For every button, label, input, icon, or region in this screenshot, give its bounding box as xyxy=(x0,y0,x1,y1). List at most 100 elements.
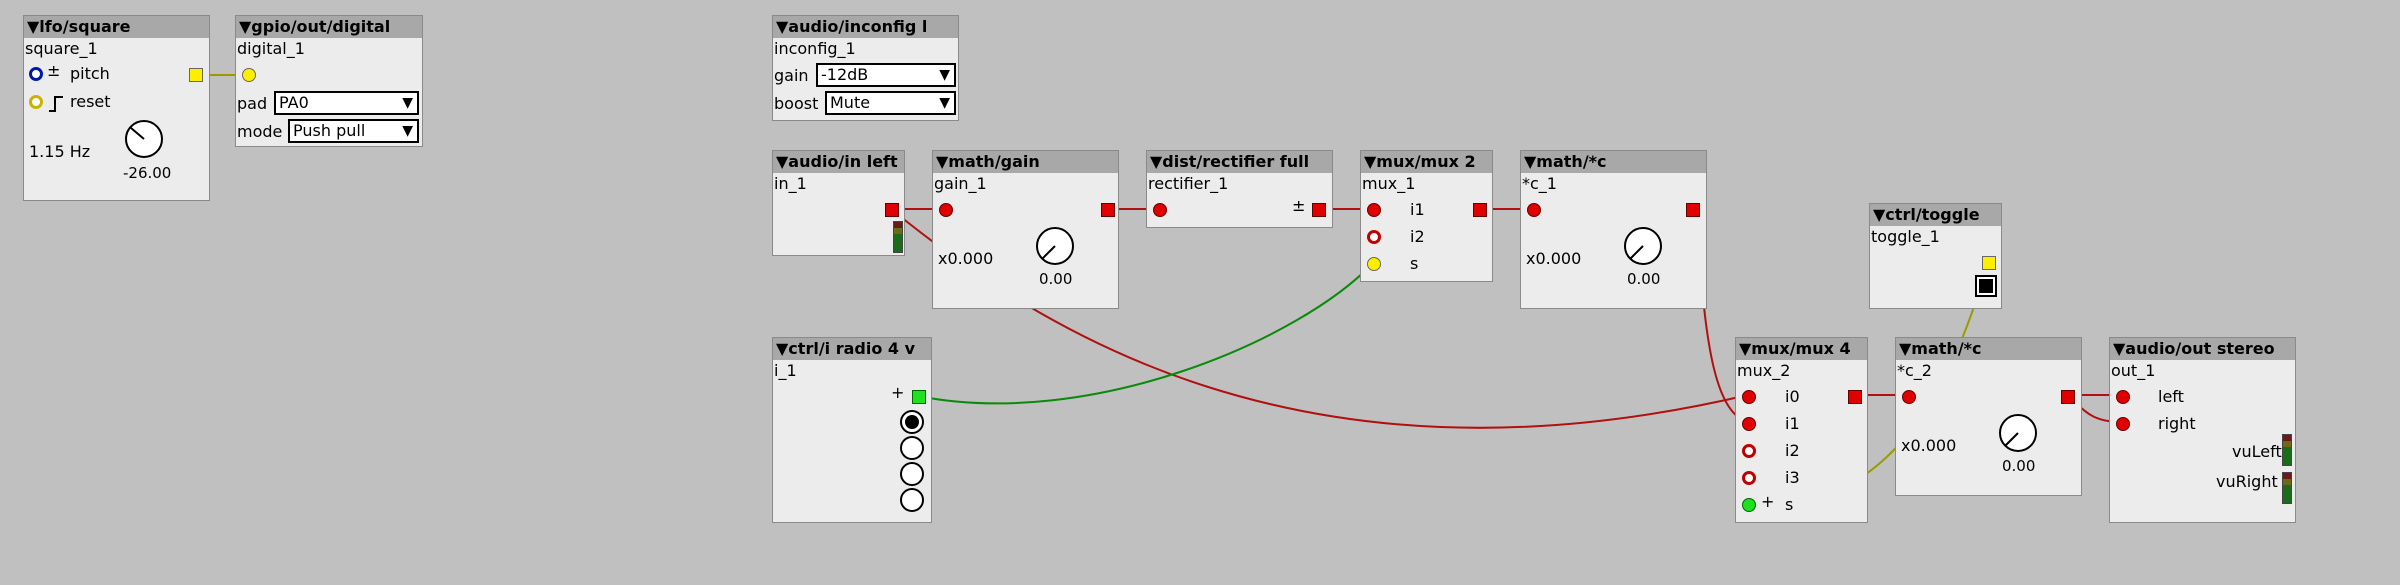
frequency-readout: 1.15 Hz xyxy=(29,142,91,161)
input-label: s xyxy=(1785,495,1794,514)
lfo-square-object[interactable]: ▼lfo/square square_1 ± pitch reset 1.15 … xyxy=(23,15,210,201)
audio-outlet[interactable] xyxy=(2061,390,2075,404)
vu-left-meter xyxy=(2282,434,2292,466)
instance-name[interactable]: inconfig_1 xyxy=(774,39,856,58)
audio-inlet[interactable] xyxy=(1527,203,1541,217)
object-title[interactable]: ▼audio/out stereo xyxy=(2110,338,2295,360)
object-title[interactable]: ▼audio/inconfig l xyxy=(773,16,958,38)
right-inlet[interactable] xyxy=(2116,417,2130,431)
pad-select[interactable]: PA0▼ xyxy=(274,91,419,115)
toggle-object[interactable]: ▼ctrl/toggle toggle_1 xyxy=(1869,203,2002,309)
audio-outlet[interactable] xyxy=(1473,203,1487,217)
math-c2-object[interactable]: ▼math/*c *c_2 x0.000 0.00 xyxy=(1895,337,2082,496)
object-title[interactable]: ▼math/*c xyxy=(1896,338,2081,360)
reset-label: reset xyxy=(70,92,111,111)
input-label: i0 xyxy=(1785,387,1800,406)
instance-name[interactable]: mux_1 xyxy=(1362,174,1416,193)
plus-minus-icon: ± xyxy=(47,61,61,80)
math-c1-object[interactable]: ▼math/*c *c_1 x0.000 0.00 xyxy=(1520,150,1707,309)
digital-inlet[interactable] xyxy=(242,68,256,82)
mux4-object[interactable]: ▼mux/mux 4 mux_2 i0 i1 i2 i3 + s xyxy=(1735,337,1868,523)
audio-outlet[interactable] xyxy=(1312,203,1326,217)
mode-select[interactable]: Push pull▼ xyxy=(288,119,419,143)
audio-in-left-object[interactable]: ▼audio/in left in_1 xyxy=(772,150,905,256)
instance-name[interactable]: toggle_1 xyxy=(1871,227,1940,246)
wave-outlet[interactable] xyxy=(189,68,203,82)
object-title[interactable]: ▼math/gain xyxy=(933,151,1118,173)
object-title[interactable]: ▼mux/mux 2 xyxy=(1361,151,1492,173)
audio-inlet[interactable] xyxy=(1153,203,1167,217)
object-title[interactable]: ▼ctrl/toggle xyxy=(1870,204,2001,226)
instance-name[interactable]: square_1 xyxy=(25,39,98,58)
radio-object[interactable]: ▼ctrl/i radio 4 v i_1 + xyxy=(772,337,932,523)
instance-name[interactable]: out_1 xyxy=(2111,361,2156,380)
knob-value: 0.00 xyxy=(2002,457,2036,475)
instance-name[interactable]: digital_1 xyxy=(237,39,305,58)
object-title[interactable]: ▼gpio/out/digital xyxy=(236,16,422,38)
pitch-knob[interactable] xyxy=(122,117,166,161)
constant-knob[interactable] xyxy=(1996,411,2040,455)
radio-to-mux2-wire[interactable] xyxy=(917,262,1374,405)
object-title[interactable]: ▼mux/mux 4 xyxy=(1736,338,1867,360)
audio-outlet[interactable] xyxy=(885,203,899,217)
boost-label: boost xyxy=(774,94,819,113)
i3-inlet[interactable] xyxy=(1742,471,1756,485)
left-inlet[interactable] xyxy=(2116,390,2130,404)
gain-knob[interactable] xyxy=(1033,224,1077,268)
toggle-indicator xyxy=(1979,279,1993,293)
object-title[interactable]: ▼audio/in left xyxy=(773,151,904,173)
pad-label: pad xyxy=(237,94,268,113)
audio-inlet[interactable] xyxy=(939,203,953,217)
math-gain-object[interactable]: ▼math/gain gain_1 x0.000 0.00 xyxy=(932,150,1119,309)
instance-name[interactable]: *c_2 xyxy=(1897,361,1932,380)
int-outlet[interactable] xyxy=(912,390,926,404)
reset-inlet[interactable] xyxy=(29,95,43,109)
object-title[interactable]: ▼dist/rectifier full xyxy=(1147,151,1332,173)
instance-name[interactable]: *c_1 xyxy=(1522,174,1557,193)
radio-option[interactable] xyxy=(900,436,924,460)
toggle-outlet[interactable] xyxy=(1982,256,1996,270)
object-title[interactable]: ▼lfo/square xyxy=(24,16,209,38)
radio-option[interactable] xyxy=(900,410,924,434)
object-title[interactable]: ▼ctrl/i radio 4 v xyxy=(773,338,931,360)
i0-inlet[interactable] xyxy=(1742,390,1756,404)
i2-inlet[interactable] xyxy=(1742,444,1756,458)
knob-value: 0.00 xyxy=(1627,270,1661,288)
audio-outlet[interactable] xyxy=(1848,390,1862,404)
input-label: s xyxy=(1410,254,1419,273)
step-icon xyxy=(49,96,63,112)
audio-out-stereo-object[interactable]: ▼audio/out stereo out_1 left right vuLef… xyxy=(2109,337,2296,523)
i1-inlet[interactable] xyxy=(1742,417,1756,431)
audio-inlet[interactable] xyxy=(1902,390,1916,404)
instance-name[interactable]: rectifier_1 xyxy=(1148,174,1229,193)
audio-outlet[interactable] xyxy=(1686,203,1700,217)
object-title[interactable]: ▼math/*c xyxy=(1521,151,1706,173)
mux2-object[interactable]: ▼mux/mux 2 mux_1 i1 i2 s xyxy=(1360,150,1493,282)
instance-name[interactable]: gain_1 xyxy=(934,174,987,193)
input-label: i2 xyxy=(1410,227,1425,246)
i1-inlet[interactable] xyxy=(1367,203,1381,217)
right-label: right xyxy=(2158,414,2196,433)
boost-select[interactable]: Mute▼ xyxy=(825,91,956,115)
vu-meter xyxy=(893,221,903,253)
input-label: i3 xyxy=(1785,468,1800,487)
instance-name[interactable]: i_1 xyxy=(774,361,797,380)
dropdown-arrow-icon: ▼ xyxy=(939,95,950,111)
dropdown-arrow-icon: ▼ xyxy=(939,67,950,83)
pitch-inlet[interactable] xyxy=(29,67,43,81)
instance-name[interactable]: in_1 xyxy=(774,174,807,193)
toggle-button[interactable] xyxy=(1975,275,1997,297)
radio-option[interactable] xyxy=(900,488,924,512)
gpio-out-digital-object[interactable]: ▼gpio/out/digital digital_1 pad PA0▼ mod… xyxy=(235,15,423,147)
audio-outlet[interactable] xyxy=(1101,203,1115,217)
i2-inlet[interactable] xyxy=(1367,230,1381,244)
gain-select[interactable]: -12dB▼ xyxy=(816,63,956,87)
rectifier-object[interactable]: ▼dist/rectifier full rectifier_1 ± xyxy=(1146,150,1333,228)
instance-name[interactable]: mux_2 xyxy=(1737,361,1791,380)
constant-knob[interactable] xyxy=(1621,224,1665,268)
s-inlet[interactable] xyxy=(1367,257,1381,271)
vu-right-meter xyxy=(2282,472,2292,504)
audio-inconfig-object[interactable]: ▼audio/inconfig l inconfig_1 gain -12dB▼… xyxy=(772,15,959,121)
s-inlet[interactable] xyxy=(1742,498,1756,512)
radio-option[interactable] xyxy=(900,462,924,486)
